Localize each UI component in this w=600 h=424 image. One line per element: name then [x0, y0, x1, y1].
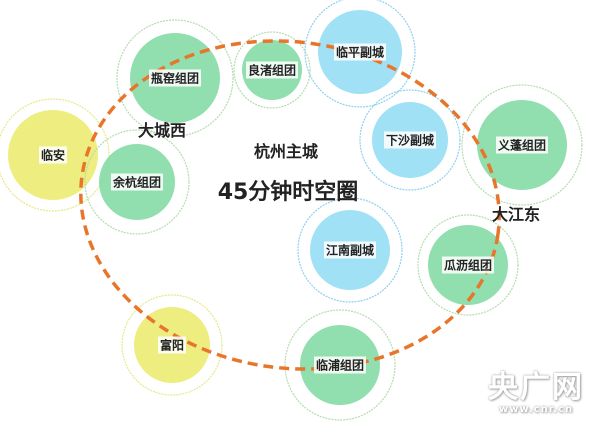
watermark: 央广网 www.cnr.cn — [488, 370, 584, 416]
outer-ring-yipeng — [461, 84, 583, 206]
outer-ring-linping — [304, 0, 416, 108]
node-label-guali: 瓜沥组团 — [441, 256, 495, 274]
outer-ring-fuyang — [121, 294, 223, 396]
node-label-linan: 临安 — [38, 146, 68, 164]
node-label-xiasha: 下沙副城 — [383, 131, 437, 149]
outer-ring-pingyao — [116, 19, 234, 137]
node-label-linpu: 临浦组团 — [313, 356, 367, 374]
outer-ring-guali — [417, 214, 519, 316]
outer-ring-liangzhu — [233, 31, 311, 109]
watermark-name: 央广网 — [488, 370, 584, 405]
outer-ring-linan — [0, 98, 110, 212]
node-label-liangzhu: 良渚组团 — [245, 61, 299, 79]
label-45min-circle: 45分钟时空圈 — [217, 180, 359, 205]
node-label-jiangnan: 江南副城 — [323, 241, 377, 259]
outer-ring-xiasha — [359, 89, 461, 191]
outer-ring-yuhang — [84, 129, 190, 235]
node-label-fuyang: 富阳 — [157, 336, 187, 354]
outer-ring-linpu — [284, 309, 396, 421]
node-label-yuhang: 余杭组团 — [110, 173, 164, 191]
node-label-yipeng: 义蓬组团 — [495, 136, 549, 154]
node-label-pingyao: 瓶窑组团 — [148, 69, 202, 87]
outer-ring-jiangnan — [297, 197, 403, 303]
label-east: 大江东 — [491, 205, 541, 224]
label-west: 大城西 — [137, 121, 187, 140]
label-main-city: 杭州主城 — [253, 142, 319, 161]
node-label-linping: 临平副城 — [333, 43, 387, 61]
45min-circle-ellipse — [79, 39, 501, 371]
watermark-url: www.cnr.cn — [498, 404, 574, 415]
